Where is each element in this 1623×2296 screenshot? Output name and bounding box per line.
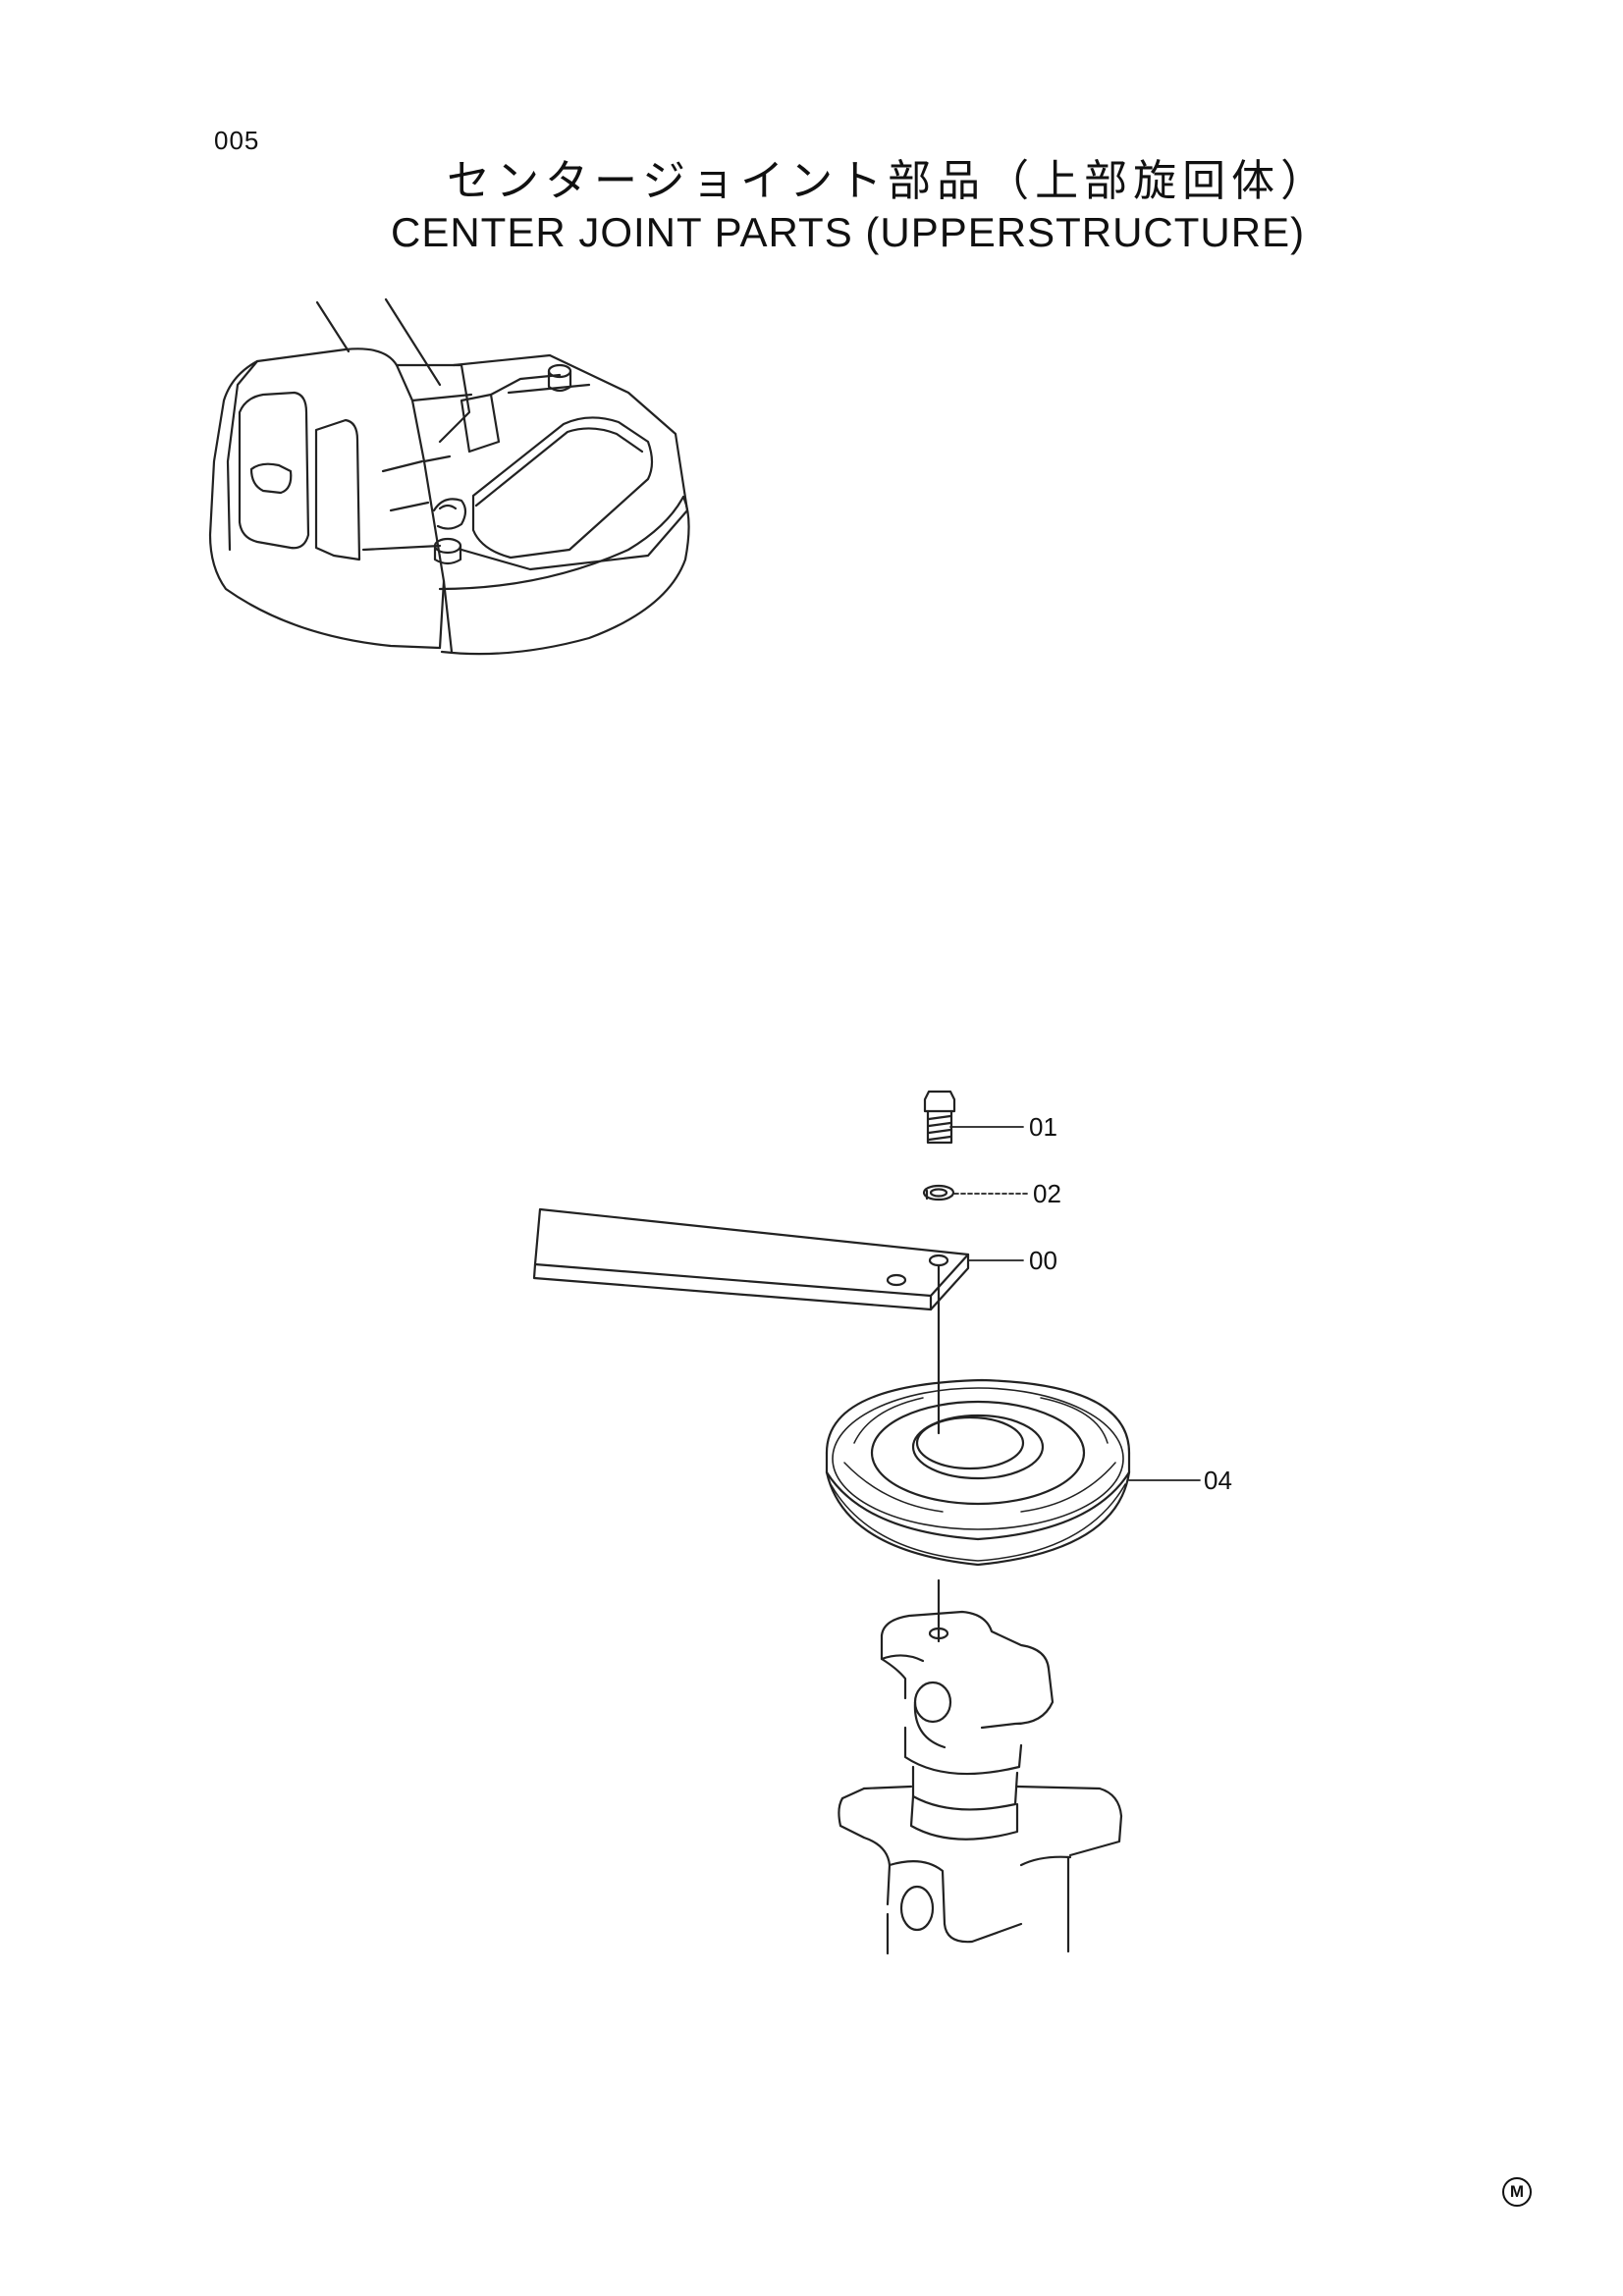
washer-02	[922, 1184, 955, 1201]
center-joint-body	[838, 1610, 1123, 1955]
callout-04: 04	[1204, 1466, 1232, 1495]
title-japanese: センタージョイント部品（上部旋回体）	[447, 156, 1330, 206]
callout-02: 02	[1033, 1179, 1061, 1208]
page-number: 005	[214, 126, 260, 155]
callout-00: 00	[1029, 1246, 1057, 1275]
corner-mark: M	[1502, 2177, 1532, 2207]
bolt-01	[923, 1090, 956, 1145]
excavator-overview-illustration	[208, 297, 690, 656]
title-english: CENTER JOINT PARTS (UPPERSTRUCTURE)	[391, 209, 1306, 255]
thrust-plate-04	[825, 1378, 1131, 1567]
callout-01: 01	[1029, 1112, 1057, 1142]
plate-00	[532, 1207, 970, 1311]
